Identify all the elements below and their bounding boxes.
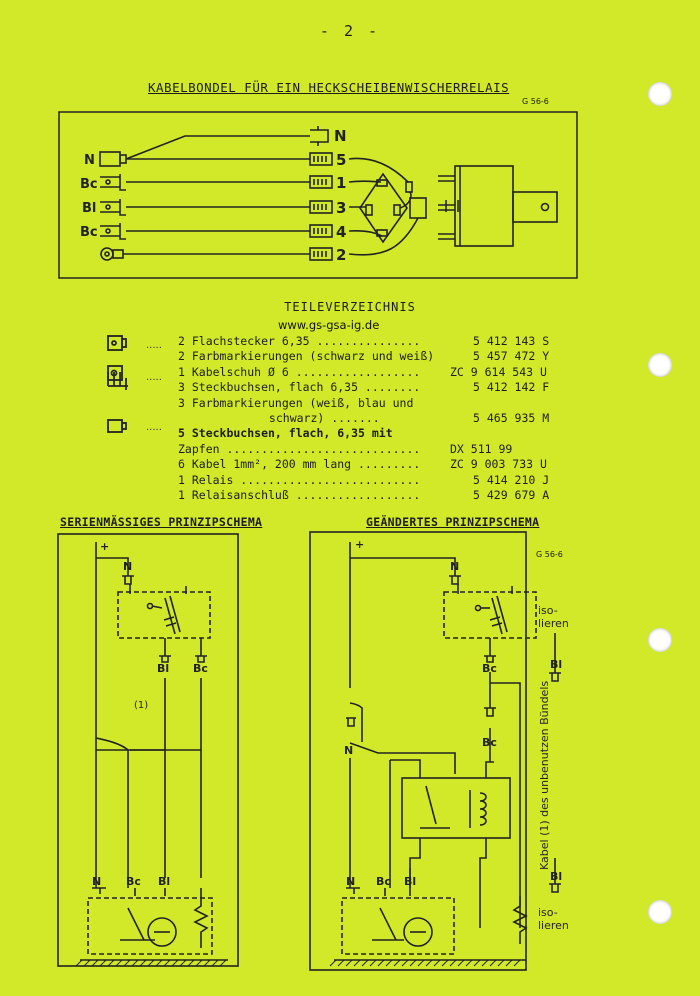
harness-terminal-2: 2	[336, 246, 346, 264]
right-schematic: + N Bc Bc N N Bc Bl Bl Bl iso- lieren is…	[309, 531, 569, 971]
page-number: - 2 -	[319, 22, 381, 40]
flat-plug-icon	[107, 335, 127, 351]
harness-terminal-n: N	[334, 127, 347, 145]
harness-diagram: N Bc Bl Bc N 5 1 3 4 2	[58, 111, 578, 279]
parts-row: 3 Steckbuchsen, flach 6,35 ........5 412…	[178, 380, 550, 395]
left-bc-label: Bc	[193, 662, 208, 675]
parts-row: 2 Farbmarkierungen (schwarz und weiß)5 4…	[178, 349, 550, 364]
unused-cable-note: Kabel (1) des unbenutzen Bündels	[538, 681, 551, 870]
isolate-bottom-2: lieren	[538, 919, 569, 932]
right-n-label-2: N	[344, 744, 353, 757]
left-cable-label: (1)	[134, 700, 148, 711]
harness-terminal-3: 3	[336, 199, 346, 217]
parts-row: schwarz) .......5 465 935 M	[82, 410, 550, 425]
binder-hole-3	[648, 628, 672, 652]
parts-row: 1 Kabelschuh Ø 6 ..................ZC 9 …	[178, 364, 547, 379]
left-bl-label: Bl	[157, 662, 169, 675]
parts-row: 2 Flachstecker 6,35 ...............5 412…	[178, 334, 550, 348]
svg-text:.....: .....	[146, 372, 162, 383]
left-bottom-n-label: N	[92, 875, 101, 888]
right-reference-code: G 56-6	[536, 550, 563, 559]
left-n-label: N	[123, 560, 132, 573]
parts-row: 5 Steckbuchsen, flach, 6,35 mit	[178, 426, 393, 441]
right-bc-label-2: Bc	[482, 736, 497, 749]
left-plus-label: +	[100, 540, 109, 553]
harness-terminal-5: 5	[336, 151, 346, 169]
right-plus-label: +	[355, 538, 364, 551]
parts-row: 1 Relais ..........................5 414…	[178, 472, 550, 487]
parts-list: 2 Flachstecker 6,35 ...............5 412…	[178, 334, 598, 503]
isolate-top-2: lieren	[538, 617, 569, 630]
harness-left-label-bc1: Bc	[80, 177, 98, 192]
parts-row: 6 Kabel 1mm², 200 mm lang .........ZC 9 …	[178, 457, 547, 472]
harness-terminal-4: 4	[336, 223, 346, 241]
socket-icon	[107, 372, 128, 390]
harness-terminal-1: 1	[336, 174, 346, 192]
binder-hole-1	[648, 82, 672, 106]
left-schematic: + N Bl Bc (1) N Bc Bl	[57, 533, 239, 967]
right-n-label: N	[450, 560, 459, 573]
right-bottom-n-label: N	[346, 875, 355, 888]
right-schema-title: GEÄNDERTES PRINZIPSCHEMA	[366, 515, 540, 529]
parts-row: 3 Farbmarkierungen (weiß, blau und	[178, 395, 414, 410]
parts-icons: ..... ..... .....	[107, 335, 162, 433]
harness-left-label-bc2: Bc	[80, 225, 98, 240]
right-bottom-bl-label: Bl	[404, 875, 416, 888]
parts-row: 1 Relaisanschluß ..................5 429…	[178, 487, 550, 502]
isolate-bottom-1: iso-	[538, 906, 558, 919]
binder-hole-4	[648, 900, 672, 924]
page-title: KABELBONDEL FÜR EIN HECKSCHEIBENWISCHERR…	[148, 80, 510, 95]
svg-text:.....: .....	[146, 340, 162, 351]
left-schema-title: SERIENMÄSSIGES PRINZIPSCHEMA	[60, 515, 263, 529]
harness-left-label-bl: Bl	[82, 201, 96, 216]
svg-text:.....: .....	[146, 422, 162, 433]
watermark-url: www.gs-gsa-ig.de	[278, 318, 380, 332]
right-isolate-bl-label-2: Bl	[550, 870, 562, 883]
left-bottom-bc-label: Bc	[126, 875, 141, 888]
parts-row: Zapfen ............................DX 51…	[178, 441, 513, 456]
right-bc-label: Bc	[482, 662, 497, 675]
isolate-top-1: iso-	[538, 604, 558, 617]
right-bottom-bc-label: Bc	[376, 875, 391, 888]
left-bottom-bl-label: Bl	[158, 875, 170, 888]
reference-code: G 56-6	[522, 97, 549, 106]
parts-list-title: TEILEVERZEICHNIS	[284, 300, 416, 314]
flat-socket-icon	[107, 419, 127, 433]
binder-hole-2	[648, 353, 672, 377]
right-isolate-bl-label: Bl	[550, 658, 562, 671]
harness-left-label-n: N	[84, 153, 95, 168]
